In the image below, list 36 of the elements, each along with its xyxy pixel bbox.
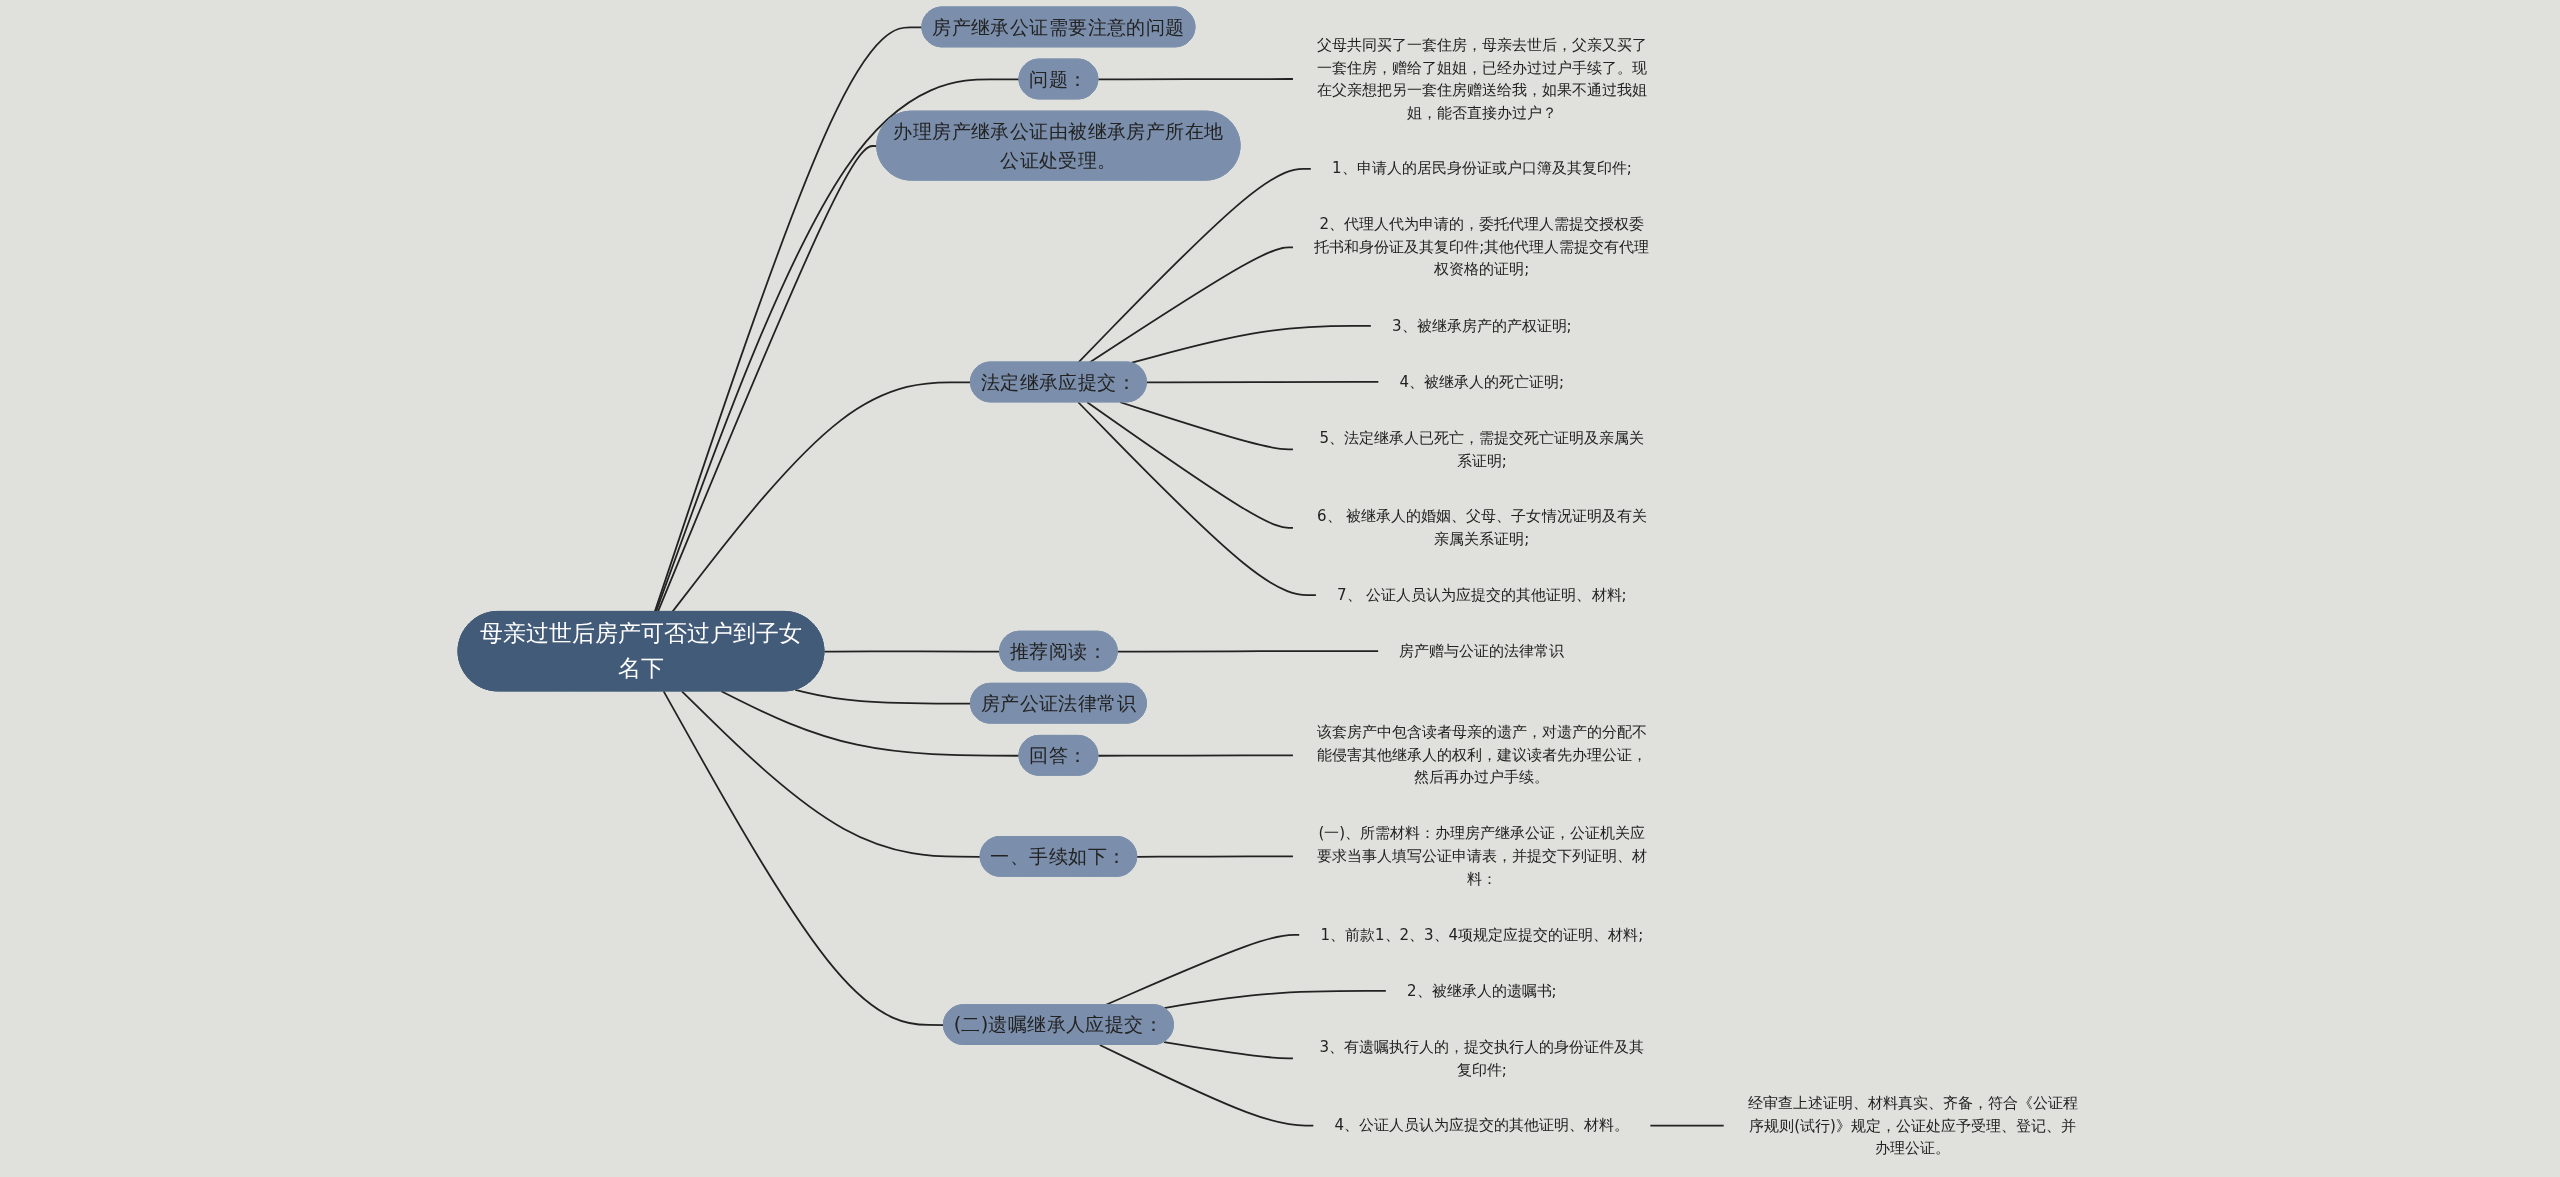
connector (1146, 381, 1380, 384)
node-text: (一)、所需材料：办理房产继承公证，公证机关应要求当事人填写公证申请表，并提交下列证明、材料： (1317, 824, 1648, 888)
connector (1136, 855, 1295, 858)
connector (1077, 167, 1312, 364)
node-text: 6、 被继承人的婚姻、父母、子女情况证明及有关亲属关系证明; (1317, 507, 1647, 548)
connector (657, 145, 879, 613)
connector (1649, 1124, 1725, 1127)
node-text: 2、代理人代为申请的，委托代理人需提交授权委托书和身份证及其复印件;其他代理人需提交有代理权资格的证明; (1314, 215, 1650, 279)
connector (1163, 990, 1387, 1009)
connector (1088, 246, 1295, 364)
node-text: 4、公证人员认为应提交的其他证明、材料。 (1334, 1116, 1630, 1134)
node-text: 该套房产中包含读者母亲的遗产，对遗产的分配不能侵害其他继承人的权利，建议读者先办理公证，然后再办过户手续。 (1317, 723, 1648, 786)
node-text: 1、申请人的居民身份证或户口簿及其复印件; (1332, 159, 1632, 177)
node-text: 房产赠与公证的法律常识 (1399, 641, 1565, 660)
connector (681, 690, 982, 858)
node-text: 经审查上述证明、材料真实、齐备，符合《公证程序规则(试行)》规定，公证处应予受理、登记、并办理公证。 (1747, 1093, 2078, 1157)
connector (720, 690, 1021, 757)
connector (1097, 78, 1295, 81)
node-text: 3、有遗嘱执行人的，提交执行人的身份证件及其复印件; (1319, 1037, 1645, 1078)
node-text: 1、前款1、2、3、4项规定应提交的证明、材料; (1320, 925, 1644, 944)
node-text: 2、被继承人的遗嘱书; (1407, 981, 1557, 1000)
connector (1130, 325, 1372, 364)
node-text: 3、被继承房产的产权证明; (1392, 316, 1572, 335)
node-text: 5、法定继承人已死亡，需提交死亡证明及亲属关系证明; (1319, 428, 1645, 469)
connector (1077, 401, 1318, 596)
node-text: 4、被继承人的死亡证明; (1399, 372, 1565, 391)
connector (655, 78, 1021, 613)
node-text: 7、 公证人员认为应提交的其他证明、材料; (1337, 585, 1627, 604)
connector (654, 26, 924, 613)
connector (1099, 1044, 1315, 1127)
connector (1097, 754, 1295, 757)
connector (1117, 650, 1380, 653)
connector (1086, 401, 1295, 529)
connector (1163, 1041, 1295, 1060)
node-text: 父母共同买了一套住房，母亲去世后，父亲又买了一套住房，赠给了姐姐，已经办过过户手续了。现在父亲想把另一套住房赠送给我，如果不通过我姐姐，能否直接办过户？ (1317, 35, 1648, 121)
connector (1119, 401, 1295, 451)
